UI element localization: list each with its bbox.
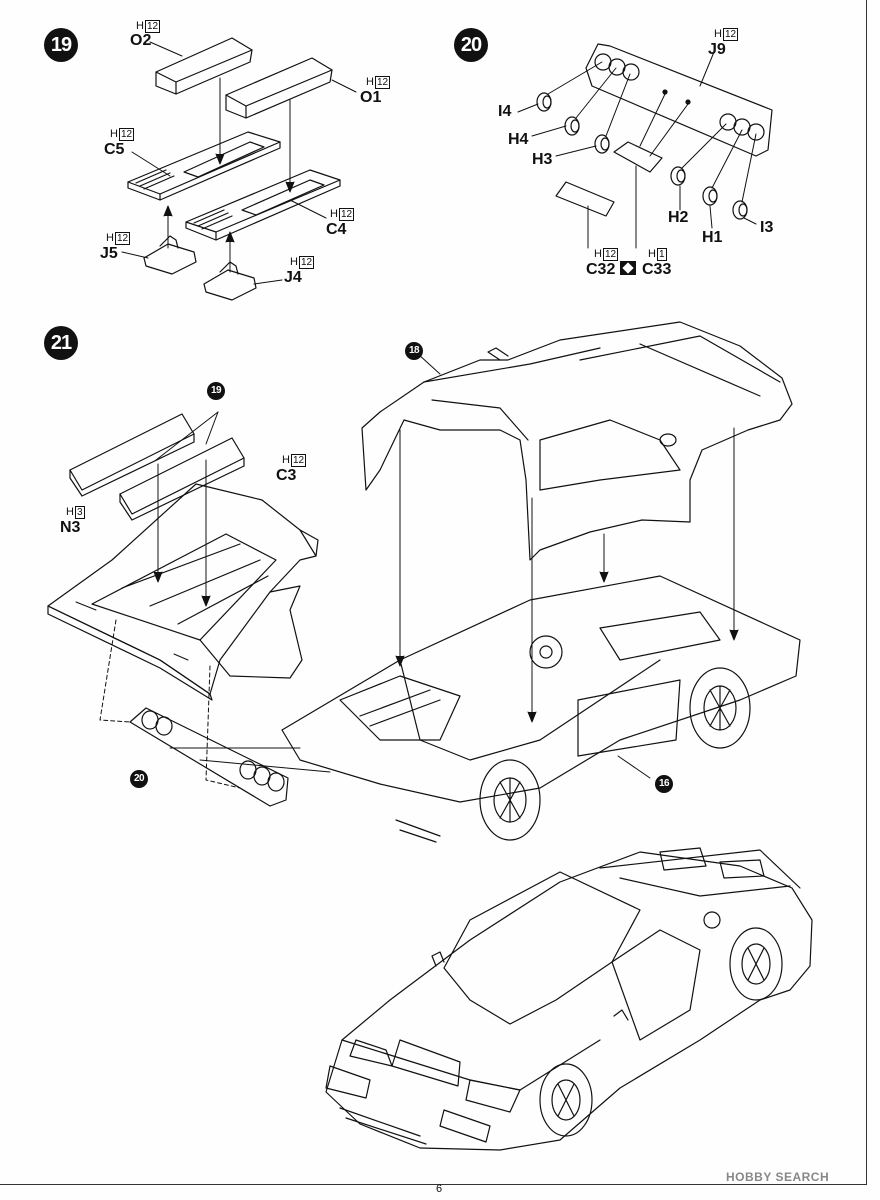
- part-C4-drawing: [185, 169, 341, 241]
- lens-H4-drawing: [564, 116, 580, 136]
- engine-cover-assembly: [47, 413, 319, 701]
- ref-step-20: 20: [130, 770, 148, 788]
- part-J4-drawing: [203, 261, 257, 301]
- step21-body-arrows: [395, 353, 739, 779]
- chassis: [281, 575, 801, 843]
- body-shell: [361, 321, 793, 561]
- label-C5: C5: [104, 141, 125, 158]
- part-J9-drawing: [585, 43, 773, 157]
- label-C4: C4: [326, 221, 347, 238]
- step19-arrows: [121, 41, 357, 285]
- step21-arrows: [75, 411, 331, 773]
- ref-step-18: 18: [405, 342, 423, 360]
- step20-leader-lines: [517, 51, 757, 249]
- lens-I3-drawing: [732, 200, 748, 220]
- page-number: 6: [436, 1183, 443, 1195]
- lens-H3-drawing: [594, 134, 610, 154]
- ref-step-19: 19: [207, 382, 225, 400]
- label-C32: C32: [586, 261, 616, 278]
- step21-guide-lines: [99, 619, 241, 789]
- label-N3: N3: [60, 519, 81, 536]
- part-J5-drawing: [143, 235, 197, 275]
- ref-step-16: 16: [655, 775, 673, 793]
- label-C33: C33: [642, 261, 672, 278]
- page-border: [0, 0, 867, 1185]
- step-21-badge: 21: [44, 326, 78, 360]
- label-I4: I4: [498, 103, 512, 120]
- completed-car-drawing: [325, 847, 813, 1151]
- label-C3: C3: [276, 467, 297, 484]
- label-H2: H2: [668, 209, 689, 226]
- label-O1: O1: [360, 89, 382, 106]
- part-O1-drawing: [225, 57, 333, 119]
- label-H4: H4: [508, 131, 529, 148]
- lens-I4-drawing: [536, 92, 552, 112]
- step-20-badge: 20: [454, 28, 488, 62]
- part-C5-drawing: [127, 131, 281, 201]
- tail-light-panel: [129, 707, 289, 807]
- watermark: HOBBY SEARCH: [726, 1170, 830, 1184]
- part-O2-drawing: [155, 37, 253, 95]
- label-J4: J4: [284, 269, 302, 286]
- label-J5: J5: [100, 245, 118, 262]
- plate-C33-drawing: [613, 141, 663, 173]
- lens-H2-drawing: [670, 166, 686, 186]
- label-H1: H1: [702, 229, 723, 246]
- label-H3: H3: [532, 151, 553, 168]
- plate-C32-drawing: [555, 181, 615, 217]
- lens-H1-drawing: [702, 186, 718, 206]
- step-19-badge: 19: [44, 28, 78, 62]
- label-O2: O2: [130, 32, 152, 49]
- link-symbol-icon: [620, 261, 636, 275]
- label-I3: I3: [760, 219, 774, 236]
- label-J9: J9: [708, 41, 726, 58]
